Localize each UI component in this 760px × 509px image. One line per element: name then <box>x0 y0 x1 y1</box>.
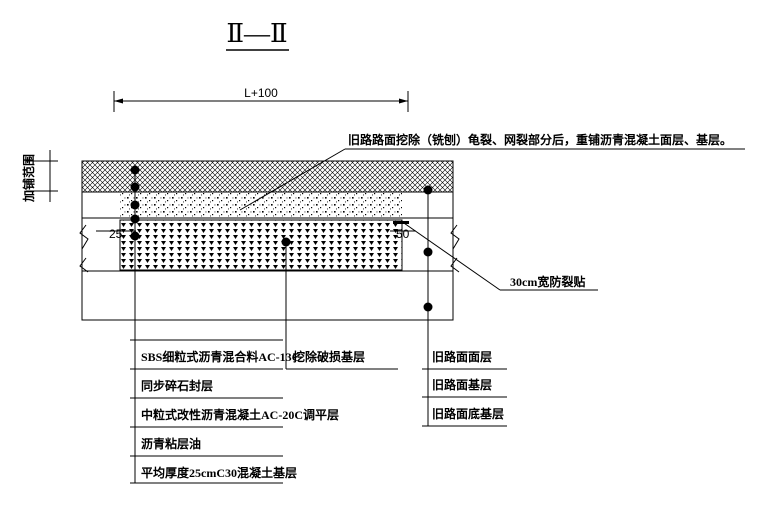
width-dimension: L+100 <box>113 86 409 112</box>
excavation-zone <box>119 219 403 271</box>
left-legend-item: 同步碎石封层 <box>141 378 213 393</box>
top-note: 旧路路面挖除（铣刨）龟裂、网裂部分后，重铺沥青混凝土面层、基层。 <box>348 132 732 147</box>
crack-strip-label: 30cm宽防裂贴 <box>510 274 585 289</box>
left-offset-label: 25 <box>109 227 123 241</box>
excavation-label: 挖除破损基层 <box>293 349 365 364</box>
width-label: L+100 <box>244 86 278 100</box>
left-legend-item: 沥青粘层油 <box>141 436 201 451</box>
overlay-range-marker: 加铺范围 <box>21 150 58 203</box>
right-legend-item: 旧路面面层 <box>432 349 492 364</box>
left-leader-dots <box>130 165 140 241</box>
right-leader-dots <box>423 185 433 312</box>
left-legend-item: 中粒式改性沥青混凝土AC-20C调平层 <box>141 407 339 422</box>
right-legend-item: 旧路面底基层 <box>432 406 504 421</box>
top-note-leader <box>239 148 745 211</box>
leveling-layer <box>120 192 402 218</box>
offset-dimensions: 25 50 <box>96 221 416 241</box>
left-legend-item: SBS细粒式沥青混合料AC-13C <box>141 349 300 364</box>
center-leader <box>281 237 398 370</box>
break-lines <box>79 224 460 273</box>
section-title: Ⅱ—Ⅱ <box>226 19 287 48</box>
right-legend-item: 旧路面基层 <box>432 377 492 392</box>
side-label: 加铺范围 <box>21 154 36 203</box>
left-legend-item: 平均厚度25cmC30混凝土基层 <box>141 465 297 480</box>
right-offset-label: 50 <box>396 227 410 241</box>
crack-strip-leader <box>400 220 598 291</box>
